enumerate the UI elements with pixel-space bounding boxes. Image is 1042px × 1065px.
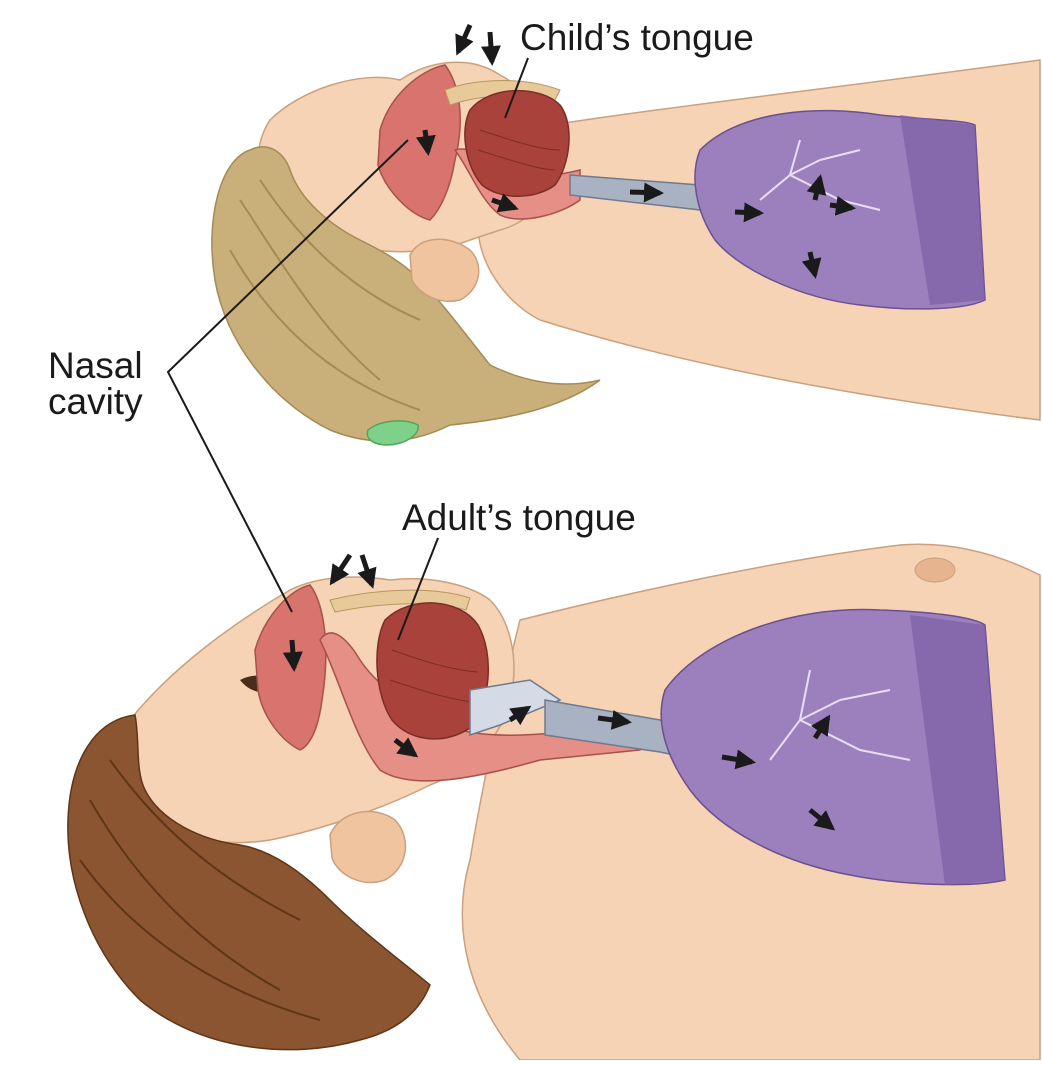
child-tongue [464,89,570,197]
nasal-cavity-leader [166,139,409,613]
child-tongue-leader [504,57,529,119]
adult-nipple [914,557,956,583]
adult-hair [67,714,431,1051]
nasal-cavity-label-line2: cavity [48,381,143,422]
child-figure [211,23,1041,446]
adult-ear [329,810,407,884]
adult-tongue-label: Adult’s tongue [402,497,636,538]
nasal-cavity-label-line1: Nasal [48,345,143,386]
child-hair-tie [366,420,419,446]
adult-tongue-leader [397,537,439,641]
child-ear [409,238,480,302]
adult-figure [67,543,1041,1061]
leader-lines [166,57,529,641]
child-hair [211,146,601,442]
child-tongue-label: Child’s tongue [520,17,754,58]
adult-palate-bone [329,589,471,613]
